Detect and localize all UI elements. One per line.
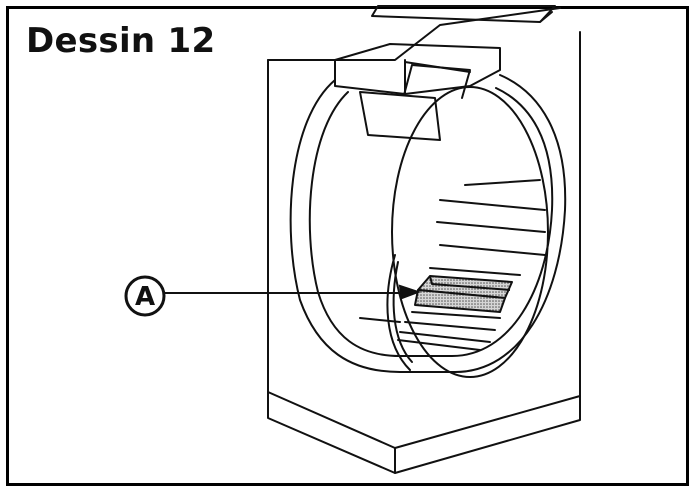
lid — [371, 5, 556, 23]
callout-a-label: A — [135, 282, 155, 312]
base-front — [267, 391, 581, 449]
top-panel — [334, 43, 501, 95]
figure-title: Dessin 12 — [26, 21, 216, 61]
figure-frame — [6, 6, 689, 486]
cabinet-top — [267, 7, 561, 61]
door-opening-inner — [308, 87, 554, 357]
lint-filter — [414, 275, 513, 313]
callout-a-arrow — [165, 284, 421, 300]
door-opening-outer — [289, 74, 567, 373]
callout-a: A — [124, 275, 166, 317]
